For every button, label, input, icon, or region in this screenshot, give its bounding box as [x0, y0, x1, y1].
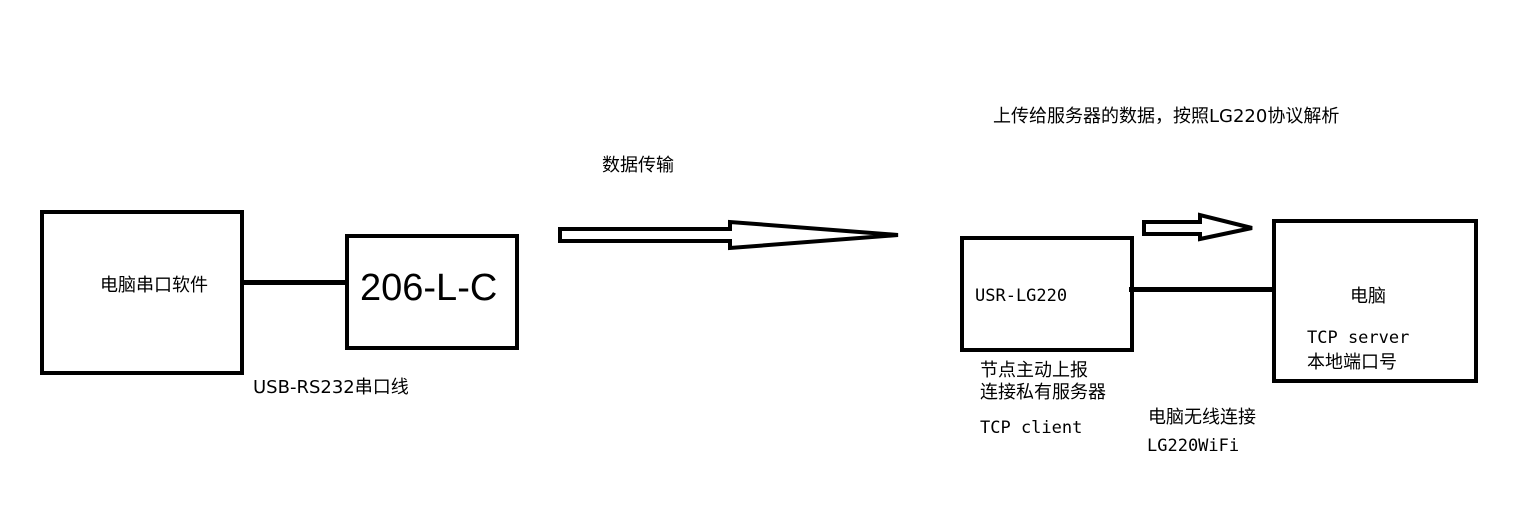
pc-serial-software-label: 电脑串口软件 [100, 275, 208, 296]
upload-protocol-note: 上传给服务器的数据，按照LG220协议解析 [993, 106, 1340, 127]
gateway-lg220-box [960, 236, 1134, 352]
gateway-mode-label: TCP client [980, 418, 1083, 438]
pc-server-mode: TCP server [1307, 328, 1410, 348]
upload-arrow [1142, 212, 1253, 242]
data-transfer-arrow [558, 219, 899, 251]
pc-serial-software-box [40, 210, 244, 375]
pc-server-title: 电脑 [1350, 286, 1386, 307]
link-note-line1: 电脑无线连接 [1148, 407, 1256, 428]
gateway-note-line2: 连接私有服务器 [980, 382, 1106, 403]
pc-server-box [1272, 219, 1478, 383]
gateway-lg220-label: USR-LG220 [975, 286, 1068, 306]
serial-cable-label: USB-RS232串口线 [253, 377, 409, 398]
data-transfer-label: 数据传输 [602, 155, 674, 176]
link-note-line2: LG220WiFi [1147, 436, 1240, 456]
device-206-box [345, 234, 519, 350]
gateway-note-line1: 节点主动上报 [980, 360, 1088, 381]
serial-cable-line [244, 280, 346, 285]
pc-server-port: 本地端口号 [1307, 352, 1397, 373]
wireless-link-line [1129, 287, 1273, 292]
device-206-label: 206-L-C [360, 267, 498, 309]
